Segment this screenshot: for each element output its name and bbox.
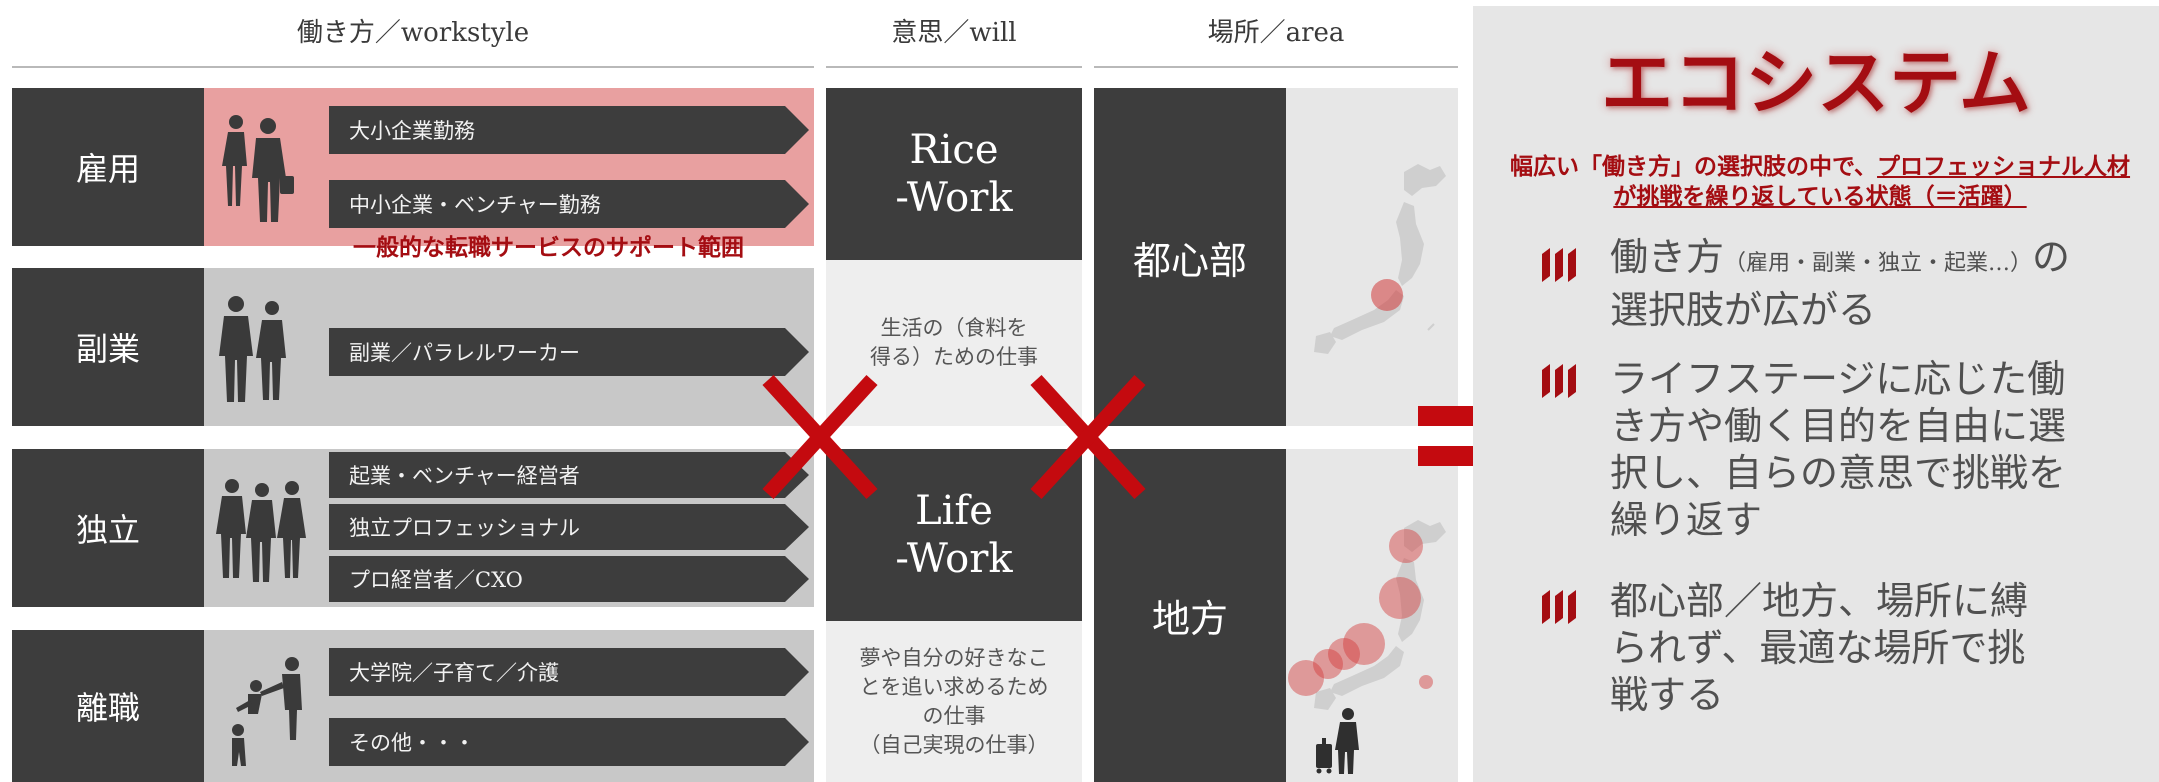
row-label-employment: 雇用 xyxy=(12,88,204,246)
support-range-caption: 一般的な転職サービスのサポート範囲 xyxy=(353,234,744,261)
header-divider-workstyle xyxy=(12,66,814,68)
traveler-icon xyxy=(1316,708,1359,774)
item-sme-venture: 中小企業・ベンチャー勤務 xyxy=(329,180,809,228)
row-label-leave: 離職 xyxy=(12,630,204,782)
header-divider-area xyxy=(1094,66,1458,68)
multiply-icon-2 xyxy=(1030,374,1146,500)
ecosystem-subtitle-plain: 幅広い「働き方」の選択肢の中で、 xyxy=(1509,153,1878,180)
family-icon xyxy=(232,657,302,766)
map-urban-panel xyxy=(1286,88,1458,426)
ecosystem-title: エコシステム xyxy=(1601,40,2031,125)
ecosystem-bullet-3: 都心部／地方、場所に縛 られず、最適な場所で挑 戦する xyxy=(1610,579,2029,717)
rice-work-description: 生活の（食料を 得る）ための仕事 xyxy=(826,260,1082,426)
bullet-bars-icon-3 xyxy=(1542,590,1576,624)
map-regional-panel xyxy=(1286,449,1458,782)
multiply-icon-1 xyxy=(762,374,878,500)
bullet-bars-icon-2 xyxy=(1542,364,1576,398)
bullet1-rest: の 選択肢が広がる xyxy=(1610,235,2071,332)
bullet-bars-icon-1 xyxy=(1542,248,1576,282)
life-work-box: Life -Work xyxy=(826,449,1082,621)
header-will: 意思／will xyxy=(891,18,1017,48)
ecosystem-subtitle: 幅広い「働き方」の選択肢の中で、プロフェッショナル人材が挑戦を繰り返している状態… xyxy=(1490,152,2150,212)
item-independent-professional: 独立プロフェッショナル xyxy=(329,504,809,550)
row-label-independent: 独立 xyxy=(12,449,204,607)
life-work-description: 夢や自分の好きなこ とを追い求めるため の仕事 （自己実現の仕事） xyxy=(826,621,1082,782)
item-large-small-company: 大小企業勤務 xyxy=(329,106,809,154)
item-grad-childcare-nursing: 大学院／子育て／介護 xyxy=(329,648,809,696)
two-people-icon xyxy=(219,296,286,402)
area-urban-label: 都心部 xyxy=(1094,88,1286,426)
ecosystem-panel xyxy=(1473,6,2159,782)
japan-map-urban-icon xyxy=(1314,164,1446,354)
header-divider-will xyxy=(826,66,1082,68)
japan-map-regional-icon xyxy=(1288,520,1446,710)
item-other: その他・・・ xyxy=(329,718,809,766)
header-workstyle: 働き方／workstyle xyxy=(296,18,530,48)
header-area: 場所／area xyxy=(1207,18,1345,48)
three-people-icon xyxy=(216,479,306,582)
area-regional-label: 地方 xyxy=(1094,449,1286,782)
bullet1-main: 働き方 xyxy=(1610,235,1725,279)
ecosystem-bullet-2: ライフステージに応じた働 き方や働く目的を自由に選 択し、自らの意思で挑戦を 繰… xyxy=(1610,357,2067,542)
bullet1-small: （雇用・副業・独立・起業…） xyxy=(1724,251,2033,276)
rice-work-box: Rice -Work xyxy=(826,88,1082,260)
business-people-icon xyxy=(222,115,294,222)
item-startup-founder: 起業・ベンチャー経営者 xyxy=(329,452,809,498)
row-label-sidejob: 副業 xyxy=(12,268,204,426)
ecosystem-bullet-1: 働き方（雇用・副業・独立・起業…）の 選択肢が広がる xyxy=(1610,234,2130,334)
item-pro-executive: プロ経営者／CXO xyxy=(329,556,809,602)
ecosystem-subtitle-underline-1: プロフェッショナル人材 xyxy=(1877,153,2131,180)
ecosystem-subtitle-underline-2: が挑戦を繰り返している状態（＝活躍） xyxy=(1613,183,2027,210)
item-parallel-worker: 副業／パラレルワーカー xyxy=(329,328,809,376)
